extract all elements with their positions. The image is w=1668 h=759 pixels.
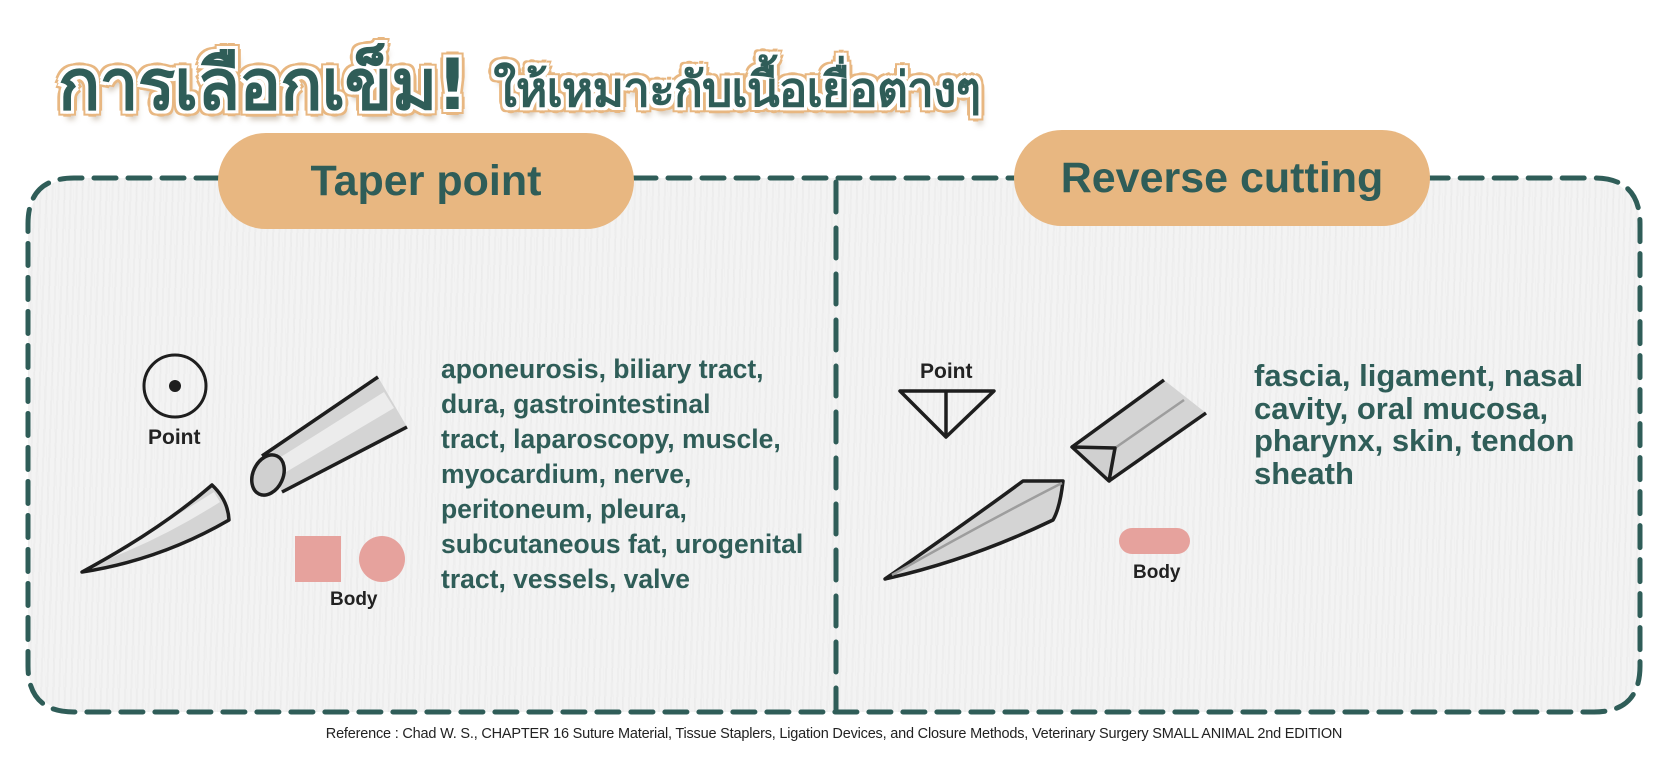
page-title: การเลือกเข็ม! ให้เหมาะกับเนื้อเยื่อต่างๆ <box>58 20 981 126</box>
reverse-cutting-point-label: Point <box>920 360 973 383</box>
reverse-cutting-body-icon <box>1070 378 1208 483</box>
taper-point-label: Point <box>148 426 201 449</box>
tissue-line: dura, gastrointestinal <box>441 389 711 419</box>
reference-citation: Reference : Chad W. S., CHAPTER 16 Sutur… <box>325 726 1343 742</box>
reverse-cutting-body-label: Body <box>1133 562 1181 583</box>
tissue-line: sheath <box>1254 455 1354 491</box>
title-main: การเลือกเข็ม! <box>58 44 468 126</box>
tissue-line: fascia, ligament, nasal <box>1254 358 1584 393</box>
reverse-cutting-tip-icon <box>883 479 1065 581</box>
heading-reverse-cutting: Reverse cutting <box>1014 130 1430 226</box>
reverse-cutting-tissues: fascia, ligament, nasal cavity, oral muc… <box>1254 358 1614 491</box>
taper-body-label: Body <box>330 589 378 610</box>
taper-point-tissues: aponeurosis, biliary tract, dura, gastro… <box>441 352 821 597</box>
heading-reverse-cutting-label: Reverse cutting <box>1060 153 1384 202</box>
body-circle-icon <box>359 536 405 582</box>
reverse-cutting-cross-section-icon <box>898 389 996 439</box>
title-subtitle: ให้เหมาะกับเนื้อเยื่อต่างๆ <box>493 62 981 118</box>
body-square-icon <box>295 536 341 582</box>
heading-taper-point: Taper point <box>218 133 634 229</box>
taper-needle-body-icon <box>250 375 408 497</box>
taper-needle-tip-icon <box>80 483 231 574</box>
heading-taper-point-label: Taper point <box>310 156 542 205</box>
taper-point-cross-section-icon <box>142 353 208 419</box>
tissue-line: tract, laparoscopy, muscle, <box>441 424 781 454</box>
tissue-line: myocardium, nerve, <box>441 459 692 489</box>
tissue-line: pharynx, skin, tendon <box>1254 423 1575 458</box>
tissue-line: peritoneum, pleura, <box>441 494 687 524</box>
body-rounded-rect-icon <box>1119 528 1190 554</box>
tissue-line: aponeurosis, biliary tract, <box>441 354 764 384</box>
tissue-line: subcutaneous fat, urogenital <box>441 529 804 559</box>
tissue-line: cavity, oral mucosa, <box>1254 390 1549 426</box>
tissue-line: tract, vessels, valve <box>441 564 690 594</box>
